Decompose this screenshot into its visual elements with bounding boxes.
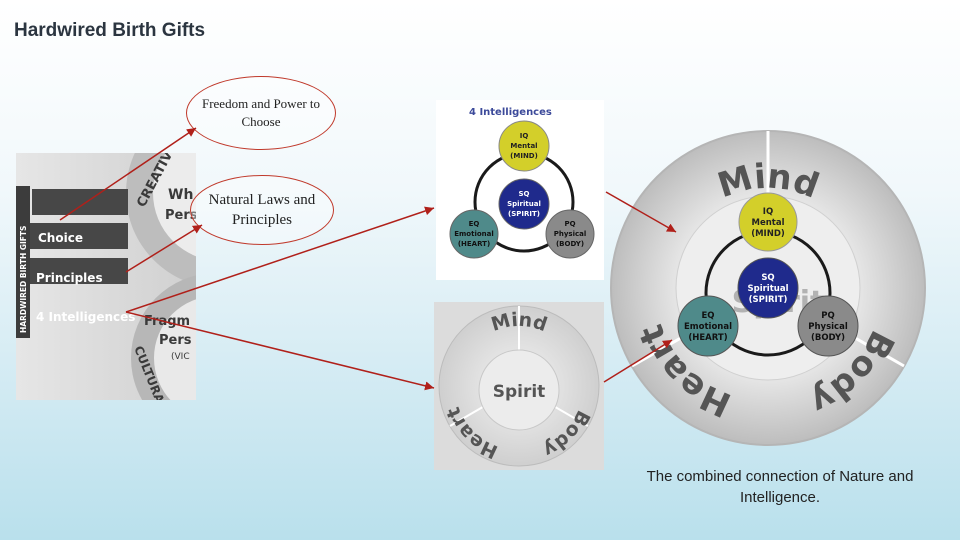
laws-bubble-text: Natural Laws and Principles [208,191,316,228]
mind-spirit-wheel-large: Mind Heart Body Spirit IQ Mental (MIND) … [610,130,926,446]
wheel-top-text-1: Wh [168,187,193,203]
diagram-title: 4 Intelligences [469,107,552,118]
sq-sub: (SPIRIT) [508,210,540,218]
pq-code: PQ [564,220,575,228]
wheel-large-sq-code: SQ [761,273,774,283]
wheel-large-pq-sub: (BODY) [811,333,845,343]
iq-circle [498,120,550,172]
side-label: HARDWIRED BIRTH GIFTS [19,226,28,333]
wheel-large-eq [677,295,739,357]
wheel-large-pq [797,295,859,357]
wheel-bottom-text-2: Pers [159,333,192,348]
side-label-bar [16,186,30,338]
pq-label: Physical [554,230,587,238]
wheel-large-iq [738,192,798,252]
sq-code: SQ [519,190,530,198]
pq-sub: (BODY) [556,240,584,248]
eq-code: EQ [469,220,480,228]
wheel-large-sq-sub: (SPIRIT) [749,295,788,305]
wheel-bottom-text-1: Fragm [144,314,190,329]
mind-spirit-wheel-small: Mind Spirit Heart Body [434,302,604,470]
slide-title: Hardwired Birth Gifts [14,20,206,41]
wheel-large-sq-label: Spiritual [748,284,789,294]
eq-circle [449,209,499,259]
intelligences-bar [30,258,128,284]
laws-bubble: Natural Laws and Principles [190,175,334,245]
wheel-small-center [478,349,560,431]
freedom-bubble-text: Freedom and Power to Choose [201,95,321,129]
wheel-large-pq-code: PQ [821,311,834,321]
sq-label: Spiritual [507,200,541,208]
eq-label: Emotional [454,230,494,238]
principles-label: Principles [36,271,103,285]
wheel-small-spirit: Spirit [493,382,546,402]
iq-sub: (MIND) [510,152,538,160]
wheel-large-eq-label: Emotional [684,322,732,332]
intelligences-label: 4 Intelligences [36,310,135,324]
choice-bar [32,189,128,215]
wheel-large-sq [737,257,799,319]
wheel-large-eq-sub: (HEART) [688,333,727,343]
wheel-large-iq-label: Mental [752,218,785,228]
caption: The combined connection of Nature and In… [646,468,914,506]
principles-bar [30,223,128,249]
four-intelligences-diagram: 4 Intelligences IQ Mental (MIND) SQ Spir… [436,100,604,280]
iq-code: IQ [520,132,529,140]
freedom-bubble: Freedom and Power to Choose [186,76,336,150]
eq-sub: (HEART) [458,240,490,248]
wheel-large-iq-sub: (MIND) [751,229,785,239]
wheel-large-iq-code: IQ [763,207,773,217]
pq-circle [545,209,595,259]
choice-label: Choice [38,231,83,245]
wheel-large-pq-label: Physical [808,322,848,332]
hardwired-gifts-panel: CREATIV Wh Pers Fragm Pers (VIC CULTURA … [16,153,196,400]
wheel-large-eq-code: EQ [701,311,714,321]
iq-label: Mental [510,142,537,150]
wheel-bottom-text-3: (VIC [171,352,190,362]
sq-circle [498,178,550,230]
